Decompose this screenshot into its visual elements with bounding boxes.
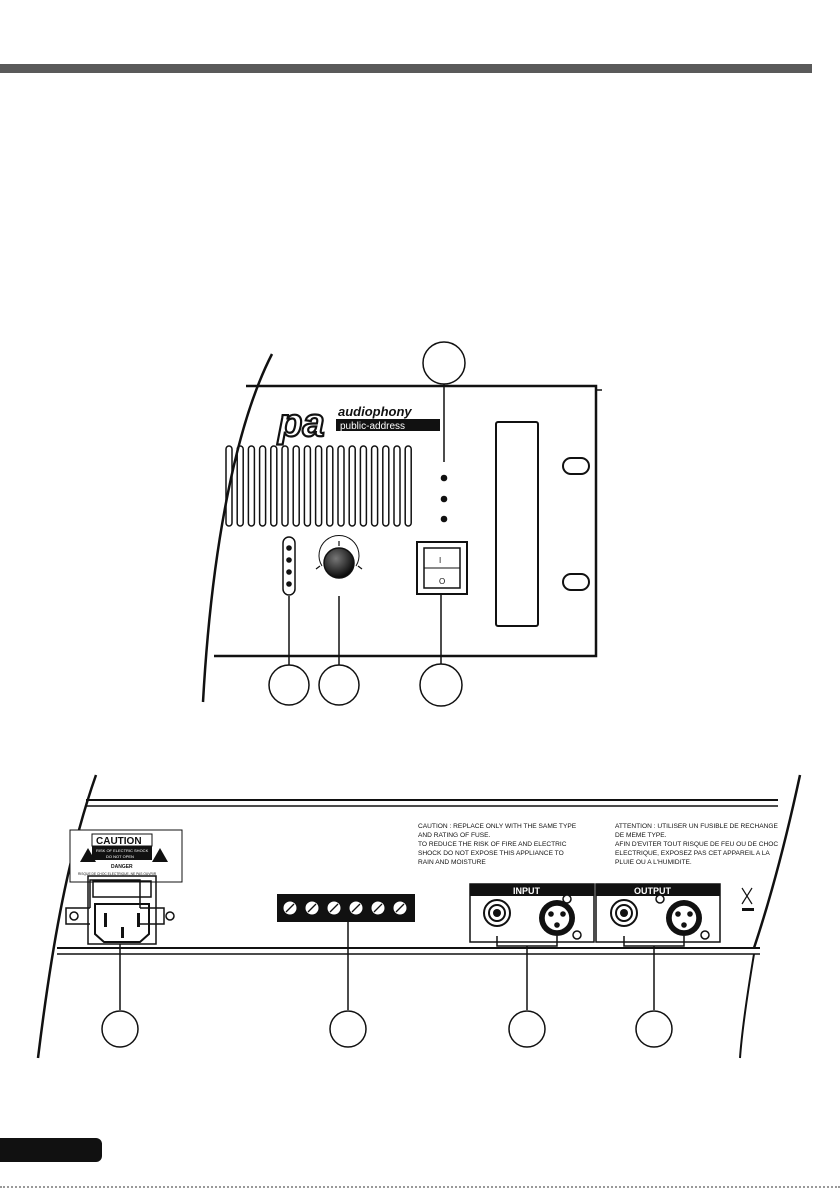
speaker-terminal-block[interactable] — [277, 894, 415, 922]
level-meter — [282, 536, 296, 596]
blank-slot-panel — [495, 421, 539, 627]
vent-slot — [225, 445, 233, 527]
vent-slot — [270, 445, 278, 527]
front-panel: pa audiophony public-address — [201, 341, 602, 707]
vent-slots — [225, 445, 412, 527]
header-rule — [0, 64, 812, 73]
danger-line: RISQUE DE CHOC ELECTRIQUE, NE PAS OUVRIR — [78, 872, 157, 876]
rack-ear-lower — [562, 573, 590, 591]
brand-name: audiophony — [338, 404, 412, 419]
vent-slot — [281, 445, 289, 527]
caution-fr-line: ATTENTION : UTILISER UN FUSIBLE DE RECHA… — [615, 823, 779, 830]
terminal-screw-slot — [307, 903, 317, 913]
caution-sticker: CAUTION RISK OF ELECTRIC SHOCK DO NOT OP… — [69, 829, 183, 883]
vent-slot — [292, 445, 300, 527]
rack-ear-upper — [562, 457, 590, 475]
vent-slot — [258, 445, 267, 527]
rear-panel: CAUTION RISK OF ELECTRIC SHOCK DO NOT OP… — [36, 774, 802, 1059]
input-header — [470, 884, 594, 896]
caution-fr-line: DE MEME TYPE. — [615, 832, 667, 839]
vent-slot — [359, 445, 368, 527]
output-xlr-socket[interactable] — [655, 894, 710, 940]
caution-en-line: RAIN AND MOISTURE — [418, 859, 486, 866]
caution-en-line: AND RATING OF FUSE. — [418, 832, 491, 839]
screw-icon — [69, 911, 79, 921]
terminal-screw-slot — [395, 903, 405, 913]
input-section: INPUT — [469, 883, 595, 943]
danger-title: DANGER — [111, 864, 133, 870]
vent-slot — [337, 445, 345, 527]
caution-text-fr: ATTENTION : UTILISER UN FUSIBLE DE RECHA… — [615, 823, 779, 866]
callout-circle — [508, 1010, 546, 1048]
input-jack-socket[interactable] — [483, 899, 511, 927]
vent-slot — [404, 445, 412, 527]
caution-en-line: SHOCK DO NOT EXPOSE THIS APPLIANCE TO — [418, 850, 564, 857]
callout-circle — [318, 664, 360, 706]
screw-icon — [165, 911, 175, 921]
volume-knob[interactable] — [315, 535, 363, 579]
terminal-screw-slot — [329, 903, 339, 913]
switch-off-mark: O — [439, 577, 445, 586]
terminal-screw-slot — [373, 903, 383, 913]
output-jack-socket[interactable] — [610, 899, 638, 927]
vent-slot — [326, 445, 334, 527]
input-xlr-socket[interactable] — [539, 894, 582, 940]
caution-line-1: RISK OF ELECTRIC SHOCK — [96, 848, 149, 853]
output-label: OUTPUT — [634, 886, 672, 896]
caution-en-line: TO REDUCE THE RISK OF FIRE AND ELECTRIC — [418, 841, 567, 848]
bottom-dotted-rule — [0, 1186, 840, 1188]
output-header — [596, 884, 720, 896]
terminal-screw-slot — [285, 903, 295, 913]
caution-title: CAUTION — [96, 836, 142, 847]
callout-circle — [419, 663, 463, 707]
callout-circle — [101, 1010, 139, 1048]
warning-triangle-icon — [80, 848, 96, 862]
caution-fr-line: ELECTRIQUE, EXPOSEZ PAS CET APPAREIL A L… — [615, 850, 770, 857]
fuse-drawer[interactable] — [92, 880, 152, 898]
vent-slot — [236, 445, 244, 527]
input-label: INPUT — [513, 886, 541, 896]
brand-subtitle: public-address — [340, 421, 405, 432]
warning-triangle-icon — [152, 848, 168, 862]
callout-circle — [635, 1010, 673, 1048]
page-number-tab — [0, 1138, 102, 1162]
status-leds — [440, 474, 448, 523]
caution-en-line: CAUTION : REPLACE ONLY WITH THE SAME TYP… — [418, 823, 577, 830]
front-panel-outline — [201, 353, 274, 703]
iec-power-inlet[interactable] — [65, 875, 175, 945]
vent-slot — [247, 445, 256, 527]
recycle-bin-icon — [741, 887, 754, 911]
callout-circle — [329, 1010, 367, 1048]
caution-fr-line: AFIN D'EVITER TOUT RISQUE DE FEU OU DE C… — [615, 841, 778, 848]
switch-on-mark: I — [439, 556, 441, 565]
callout-circle — [268, 664, 310, 706]
output-section: OUTPUT — [595, 883, 721, 943]
front-callouts — [268, 341, 466, 707]
caution-fr-line: PLUIE OU A L'HUMIDITE. — [615, 859, 692, 866]
vent-slot — [393, 445, 401, 527]
rear-panel-outline — [36, 774, 98, 1059]
vent-slot — [382, 445, 390, 527]
vent-slot — [370, 445, 379, 527]
logo-mark: pa — [277, 401, 325, 445]
caution-text-en: CAUTION : REPLACE ONLY WITH THE SAME TYP… — [418, 823, 577, 866]
vent-slot — [303, 445, 312, 527]
power-switch[interactable]: I O — [416, 541, 468, 595]
terminal-screw-slot — [351, 903, 361, 913]
caution-line-2: DO NOT OPEN — [106, 854, 134, 859]
vent-slot — [348, 445, 356, 527]
audiophony-logo: pa audiophony public-address — [276, 400, 440, 446]
callout-circle — [422, 341, 466, 385]
rear-callouts — [101, 922, 685, 1048]
vent-slot — [314, 445, 323, 527]
